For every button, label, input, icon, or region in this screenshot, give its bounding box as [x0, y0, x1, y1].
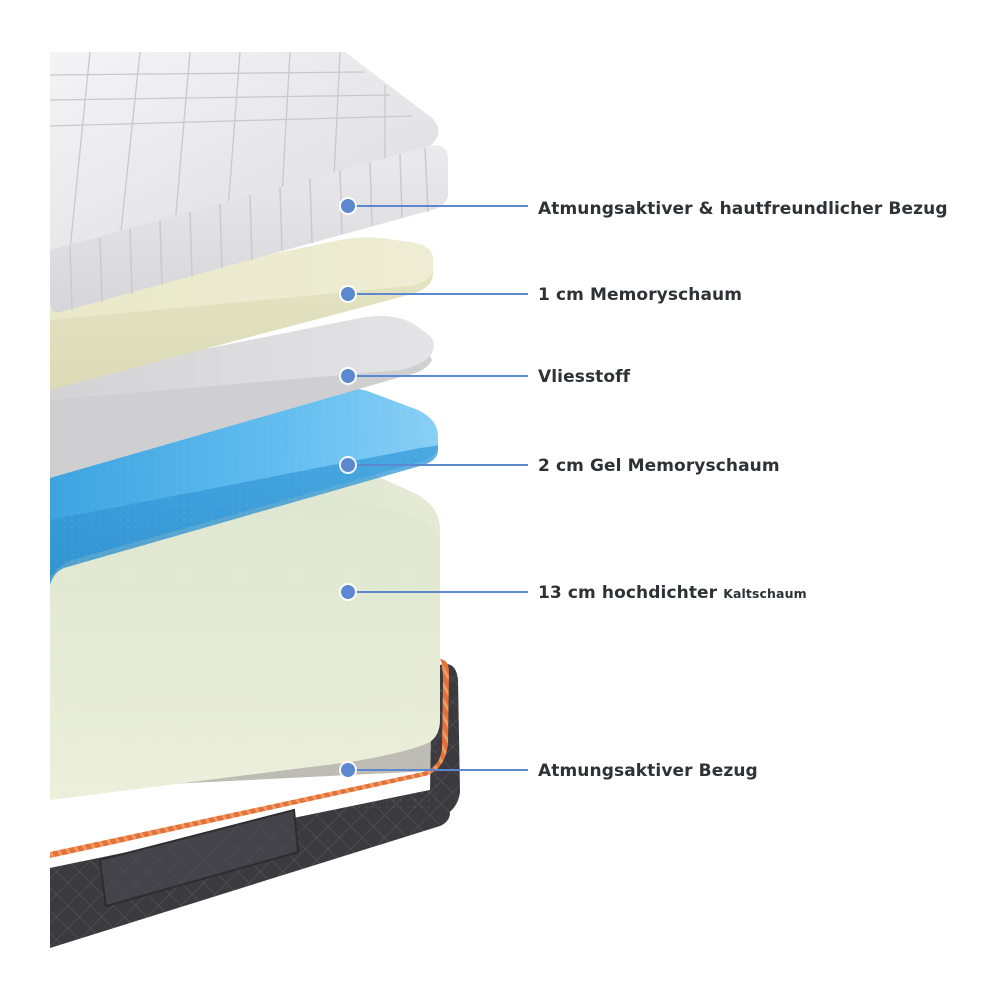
callout-label-cover: Atmungsaktiver & hautfreundlicher Bezug [538, 198, 948, 220]
callout-text-fleece: Vliesstoff [538, 367, 631, 387]
callout-marker-fleece [341, 369, 355, 383]
callout-marker-cold-foam [341, 585, 355, 599]
callout-text-cold-foam: 13 cm hochdichter [538, 583, 718, 603]
callout-label-base-cover: Atmungsaktiver Bezug [538, 760, 758, 782]
callout-marker-base-cover [341, 763, 355, 777]
callout-marker-cover [341, 199, 355, 213]
callout-marker-memory-foam [341, 287, 355, 301]
callout-text-base-cover: Atmungsaktiver Bezug [538, 761, 758, 781]
callout-text-gel-memory-foam: 2 cm Gel Memoryschaum [538, 456, 780, 476]
callout-text-memory-foam: 1 cm Memoryschaum [538, 285, 743, 305]
top-cover-layer [49, 51, 448, 313]
callout-label-fleece: Vliesstoff [538, 366, 630, 388]
callout-label-gel-memory-foam: 2 cm Gel Memoryschaum [538, 455, 780, 477]
callout-label-memory-foam: 1 cm Memoryschaum [538, 284, 742, 306]
callout-marker-gel-memory-foam [341, 458, 355, 472]
callout-label-cold-foam: 13 cm hochdichter Kaltschaum [538, 582, 807, 605]
callout-text-cover: Atmungsaktiver & hautfreundlicher Bezug [538, 199, 948, 219]
fleece-layer [50, 316, 434, 478]
memory-foam-layer [50, 237, 433, 390]
callout-text-cold-foam-suffix: Kaltschaum [723, 586, 807, 601]
callout-markers [339, 197, 528, 779]
